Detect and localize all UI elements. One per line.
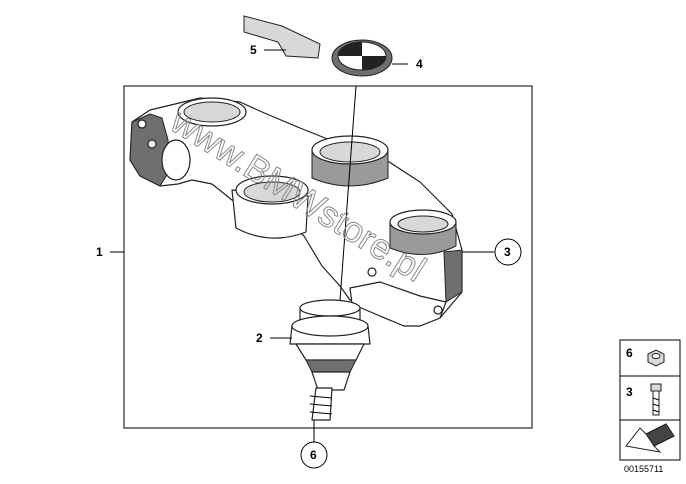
cover-plate [243,15,321,59]
bolt-icon [650,383,662,416]
emblem-badge [331,39,393,77]
triple-clamp [129,97,463,327]
document-id: 00155711 [624,464,663,474]
leader-stem-axis [339,85,357,301]
callout-2: 2 [256,331,263,345]
legend-item-3-label: 3 [626,385,633,399]
callout-4: 4 [416,57,423,71]
assembly-frame [123,85,533,429]
callout-3: 3 [504,245,511,259]
callout-6: 6 [310,448,317,462]
legend-item-6-label: 6 [626,346,633,360]
callout-5: 5 [250,43,257,57]
direction-arrow-icon [625,423,675,453]
callout-3-circle [494,238,522,266]
callout-1: 1 [96,245,103,259]
steering-stem [289,299,371,421]
legend-panel: 6 3 [619,339,681,461]
callout-6-circle [300,441,328,469]
nut-icon [647,349,665,367]
